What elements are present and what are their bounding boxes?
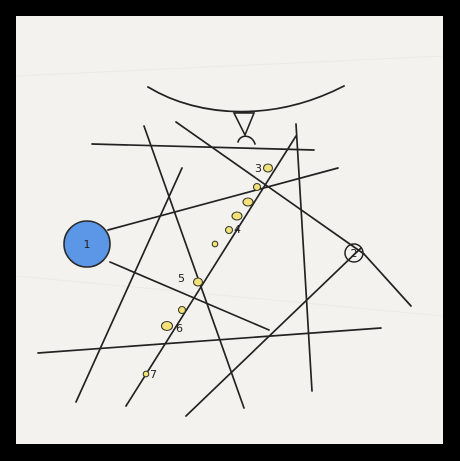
hand-drawn-diagram: 1 2 3 4 5 6 7 bbox=[16, 16, 443, 444]
line-diagonal-top-left bbox=[176, 122, 364, 254]
line-horizontal-bottom bbox=[38, 328, 381, 353]
node-small-dot bbox=[254, 184, 261, 191]
node-small-dot bbox=[179, 307, 186, 314]
node-6-dot bbox=[162, 322, 173, 331]
paper-sheet: 1 2 3 4 5 6 7 bbox=[16, 16, 443, 444]
node-7-dot bbox=[143, 371, 149, 377]
node-5-label: 5 bbox=[178, 272, 185, 285]
line-diagonal-to-corner bbox=[364, 254, 411, 306]
line-left-long bbox=[76, 168, 182, 402]
node-7-label: 7 bbox=[150, 368, 157, 381]
line-main-nodes bbox=[126, 136, 296, 406]
node-6-label: 6 bbox=[176, 322, 183, 335]
line-blue-upper bbox=[108, 168, 338, 230]
node-small-dot bbox=[212, 241, 218, 247]
node-4-label: 4 bbox=[234, 223, 241, 236]
line-blue-lower bbox=[110, 262, 269, 330]
blue-node-label: 1 bbox=[84, 238, 91, 251]
node-dot bbox=[243, 198, 253, 206]
line-horizontal-top bbox=[92, 144, 314, 150]
arc-top bbox=[148, 86, 344, 112]
node-4-dot bbox=[226, 227, 233, 234]
node-5-dot bbox=[194, 278, 203, 286]
marker-2-label: 2 bbox=[351, 247, 358, 260]
node-3-dot bbox=[264, 164, 273, 172]
paper-texture bbox=[16, 56, 443, 316]
line-center-down bbox=[144, 126, 244, 408]
line-right-vertical bbox=[296, 124, 312, 391]
pendant-ring bbox=[238, 136, 255, 144]
pendant-triangle bbox=[234, 113, 254, 135]
node-3-label: 3 bbox=[255, 162, 262, 175]
node-dot bbox=[232, 212, 242, 220]
